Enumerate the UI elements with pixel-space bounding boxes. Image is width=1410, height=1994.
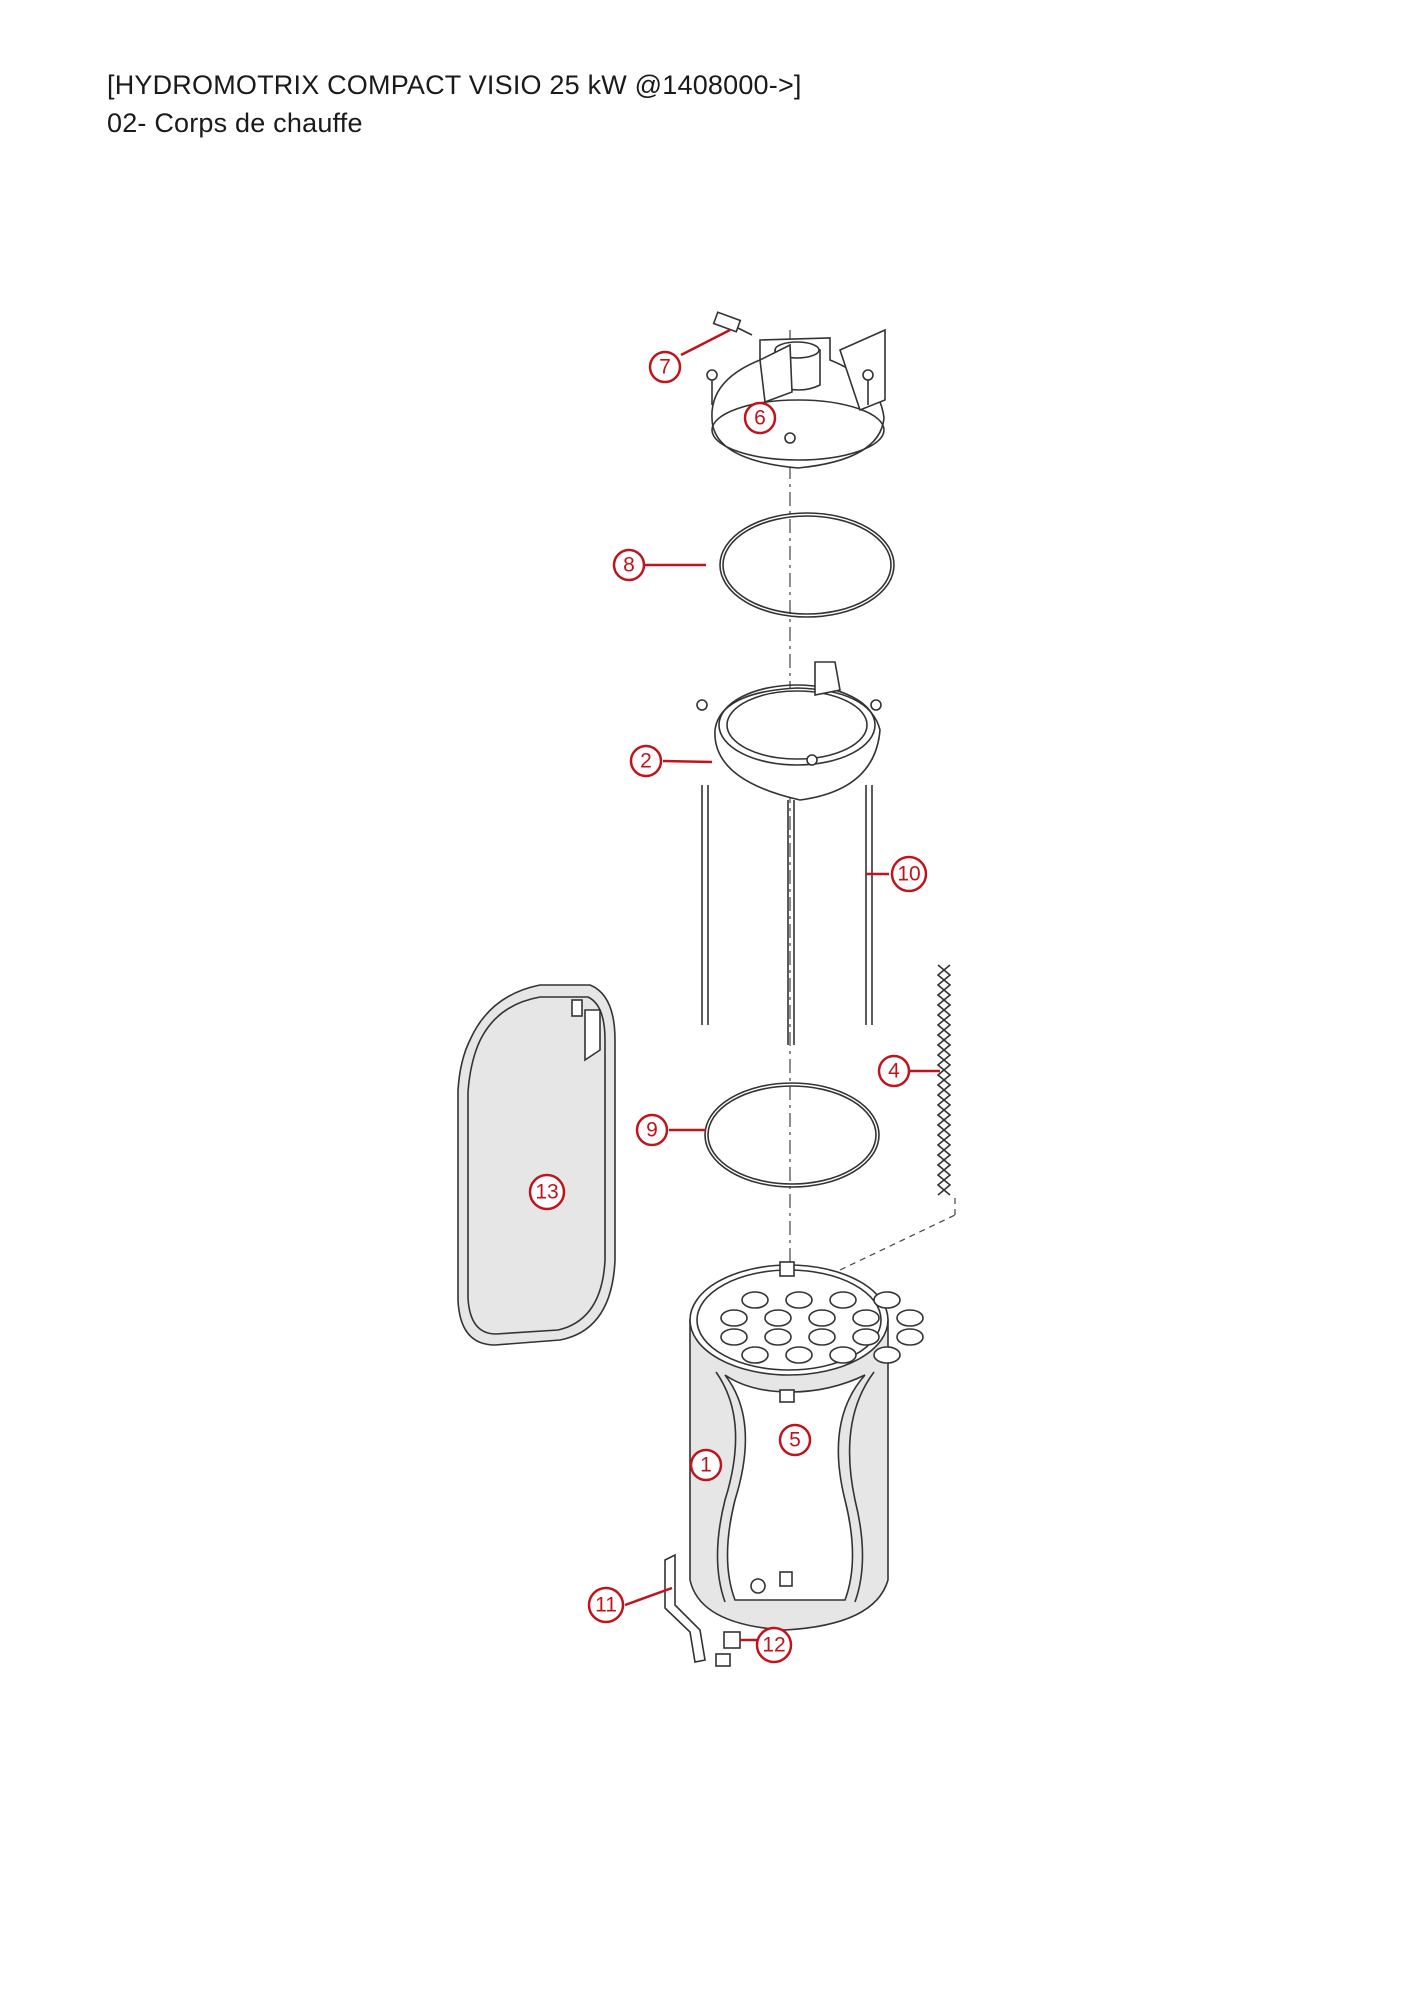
leader-lines: [624, 328, 940, 1642]
part-gasket-lower: [704, 1082, 880, 1188]
callout-9: 9: [635, 1113, 669, 1147]
callout-10: 10: [890, 855, 928, 893]
part-bracket: [664, 1553, 706, 1663]
svg-text:6: 6: [754, 407, 766, 430]
callout-11: 11: [587, 1586, 625, 1624]
tube-hole: [720, 1328, 748, 1346]
axis-link-4: [839, 1214, 956, 1271]
svg-text:8: 8: [623, 554, 635, 577]
tube-hole: [852, 1328, 880, 1346]
tube-hole: [829, 1346, 857, 1364]
callout-7: 7: [648, 350, 682, 384]
part-burner-cover: [706, 328, 886, 469]
callout-8: 8: [612, 548, 646, 582]
tube-hole: [741, 1346, 769, 1364]
part-sensor: [712, 311, 753, 336]
svg-text:7: 7: [659, 356, 671, 379]
tube-hole: [764, 1309, 792, 1327]
callout-4: 4: [877, 1054, 911, 1088]
part-drain-fitting: [715, 1631, 741, 1667]
part-flange-ring: [696, 661, 882, 801]
tube-hole: [764, 1328, 792, 1346]
callout-1: 1: [689, 1448, 723, 1482]
tube-hole: [829, 1291, 857, 1309]
svg-text:11: 11: [595, 1594, 617, 1617]
tube-holes: [720, 1291, 924, 1364]
callout-5: 5: [778, 1423, 812, 1457]
part-expansion-vessel: [457, 984, 616, 1346]
svg-text:4: 4: [888, 1060, 900, 1083]
svg-text:12: 12: [762, 1634, 785, 1657]
svg-text:2: 2: [640, 750, 652, 773]
part-tie-rods: [701, 785, 873, 1045]
tube-hole: [785, 1346, 813, 1364]
svg-text:9: 9: [646, 1119, 658, 1142]
svg-text:5: 5: [789, 1429, 801, 1452]
callout-2: 2: [629, 744, 663, 778]
svg-text:10: 10: [897, 863, 920, 886]
page-header: [HYDROMOTRIX COMPACT VISIO 25 kW @140800…: [107, 66, 802, 142]
tube-hole: [808, 1309, 836, 1327]
callout-6: 6: [743, 401, 777, 435]
tube-hole: [873, 1346, 901, 1364]
callout-12: 12: [755, 1626, 793, 1664]
svg-text:1: 1: [700, 1454, 712, 1477]
model-title: [HYDROMOTRIX COMPACT VISIO 25 kW @140800…: [107, 70, 802, 100]
tube-hole: [741, 1291, 769, 1309]
callout-13: 13: [528, 1173, 566, 1211]
tube-hole: [873, 1291, 901, 1309]
tube-hole: [808, 1328, 836, 1346]
tube-hole: [720, 1309, 748, 1327]
part-turbulator: [936, 964, 952, 1196]
tube-hole: [852, 1309, 880, 1327]
tube-hole: [896, 1328, 924, 1346]
section-title: 02- Corps de chauffe: [107, 108, 363, 138]
part-gasket-upper: [719, 512, 895, 618]
tube-hole: [896, 1309, 924, 1327]
svg-text:13: 13: [535, 1181, 558, 1204]
tube-hole: [785, 1291, 813, 1309]
